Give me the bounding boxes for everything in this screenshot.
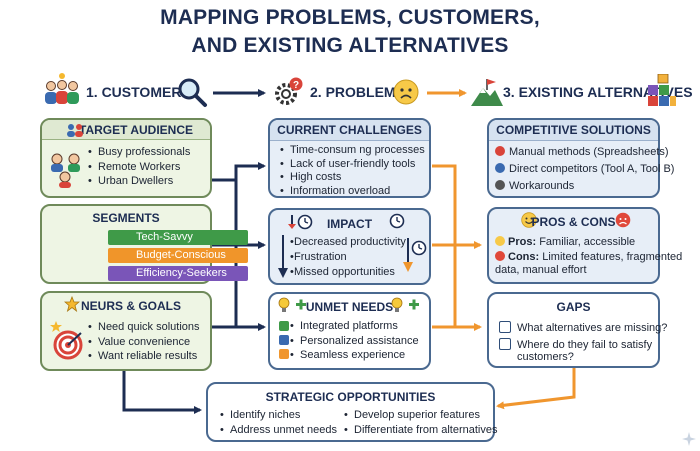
list-item: Personalized assistance [290, 334, 419, 349]
segment-tech-savvy: Tech-Savvy [108, 230, 248, 245]
gear-question-icon: ? [272, 76, 304, 108]
list-item: Identify niches [220, 408, 337, 423]
list-item: Frustration [290, 250, 406, 265]
audience-people-icon [66, 123, 84, 142]
list-item: Remote Workers [88, 160, 190, 175]
cons-row: Cons: Limited features, fragmented [495, 251, 682, 264]
cons-frown-icon [495, 251, 505, 261]
competitor-icon [495, 163, 505, 173]
cons-row-continued: data, manual effort [495, 264, 587, 276]
list-item: Urban Dwellers [88, 174, 190, 189]
list-item: Address unmet needs [220, 423, 337, 438]
down-trend-icon [278, 235, 288, 284]
needs-goals-list: Need quick solutions Value convenience W… [88, 320, 200, 364]
list-item: Workarounds [495, 178, 674, 195]
pros-smile-icon [495, 236, 505, 246]
impact-list: Decreased productivity Frustration Misse… [290, 235, 406, 280]
column-header-customers: 1. CUSTOMERS [86, 84, 191, 100]
list-item: Develop superior features [344, 408, 497, 423]
lightbulb-plus-icon [391, 297, 423, 318]
puzzle-icon [278, 320, 290, 365]
list-item: Missed opportunities [290, 265, 406, 280]
current-challenges-card: CURRENT CHALLENGES Time-consum ng proces… [268, 118, 431, 198]
impact-card: IMPACT Decreased productivity Frustratio… [268, 208, 431, 285]
unmet-needs-list: Integrated platforms Personalized assist… [290, 319, 419, 363]
needs-goals-card: NEURS & GOALS Need quick solutions Value… [40, 291, 212, 371]
list-item: Decreased productivity [290, 235, 406, 250]
current-challenges-heading: CURRENT CHALLENGES [270, 120, 429, 141]
list-item: Value convenience [88, 335, 200, 350]
page-title-line2: AND EXISTING ALTERNATIVES [191, 34, 509, 57]
segment-efficiency-seekers: Efficiency-Seekers [108, 266, 248, 281]
competitive-solutions-list: Manual methods (Spreadsheets) Direct com… [495, 144, 674, 195]
list-item: Want reliable results [88, 349, 200, 364]
strategic-opportunities-heading: STRATEGIC OPPORTUNITIES [265, 390, 436, 404]
strategic-right-list: Develop superior features Differentiate … [344, 408, 497, 438]
list-item: Manual methods (Spreadsheets) [495, 144, 674, 161]
happy-face-icon [521, 212, 537, 233]
gaps-card: GAPS What alternatives are missing? Wher… [487, 292, 667, 368]
sparkle-icon [682, 432, 696, 451]
list-item: Information overload [280, 185, 425, 199]
clock-icon [389, 213, 405, 234]
pros-cons-card: PROS & CONS Pros: Familiar, accessible C… [487, 207, 682, 284]
target-goal-icon [48, 319, 84, 366]
list-item: Lack of user-friendly tools [280, 158, 425, 172]
strategic-opportunities-card: STRATEGIC OPPORTUNITIES Identify niches … [206, 382, 497, 442]
segment-budget-conscious: Budget-Conscious [108, 248, 248, 263]
mountain-flag-icon [470, 76, 504, 108]
angry-face-icon [615, 212, 631, 233]
segments-card: SEGMENTS Tech-Savvy Budget-Conscious Eff… [40, 204, 248, 284]
worried-face-icon [393, 79, 419, 105]
current-challenges-list: Time-consum ng processes Lack of user-fr… [280, 144, 425, 198]
lightbulb-icon [278, 297, 308, 318]
list-item: Busy professionals [88, 145, 190, 160]
gaps-question-2: Where do they fail to satisfy [499, 338, 652, 352]
magnifier-icon [176, 76, 208, 108]
pros-row: Pros: Familiar, accessible [495, 236, 635, 249]
checkbox-icon[interactable] [499, 321, 511, 333]
gaps-question-1: What alternatives are missing? [499, 321, 667, 335]
blocks-icon [646, 73, 676, 108]
needs-goals-heading: NEURS & GOALS [80, 299, 181, 313]
list-item: Integrated platforms [290, 319, 419, 334]
pros-cons-heading: PROS & CONS [531, 215, 616, 229]
list-item: Direct competitors (Tool A, Tool B) [495, 161, 674, 178]
impact-heading: IMPACT [326, 217, 373, 231]
strategic-left-list: Identify niches Address unmet needs [220, 408, 337, 438]
competitive-solutions-heading: COMPETITIVE SOLUTIONS [489, 120, 658, 141]
star-icon [63, 295, 81, 317]
page-title-line1: MAPPING PROBLEMS, CUSTOMERS, [160, 6, 540, 29]
workaround-icon [495, 180, 505, 190]
unmet-needs-card: UNMET NEEDS Integrated platforms Persona… [268, 292, 431, 370]
list-item: Differentiate from alternatives [344, 423, 497, 438]
customers-group-icon [42, 72, 82, 106]
list-item: Time-consum ng processes [280, 144, 425, 158]
column-header-alternatives: 3. EXISTING ALTERNATIVES [503, 84, 693, 100]
unmet-needs-heading: UNMET NEEDS [305, 300, 394, 314]
list-item: Seamless experience [290, 348, 419, 363]
down-arrow-clock-icon [288, 214, 314, 235]
list-item: Need quick solutions [88, 320, 200, 335]
down-arrow-clock-icon-right [403, 236, 427, 281]
column-header-problems: 2. PROBLEMS [310, 84, 405, 100]
checkbox-icon[interactable] [499, 338, 511, 350]
spreadsheet-icon [495, 146, 505, 156]
target-audience-list: Busy professionals Remote Workers Urban … [88, 145, 190, 189]
list-item: High costs [280, 171, 425, 185]
audience-avatars-icon [48, 152, 82, 193]
svg-text:?: ? [293, 80, 299, 91]
gaps-heading: GAPS [556, 300, 591, 314]
gaps-question-2-continued: customers? [517, 351, 574, 363]
target-audience-card: TARGET AUDIENCE Busy professionals Remot… [40, 118, 212, 198]
target-audience-heading: TARGET AUDIENCE [42, 120, 210, 140]
competitive-solutions-card: COMPETITIVE SOLUTIONS Manual methods (Sp… [487, 118, 674, 198]
segments-heading: SEGMENTS [92, 211, 160, 225]
